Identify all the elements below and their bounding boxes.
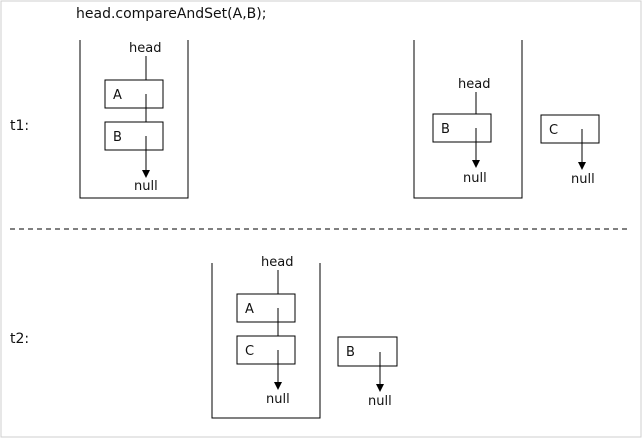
node-a-box bbox=[104, 79, 164, 109]
null-label: null bbox=[571, 172, 595, 187]
node-a-box bbox=[236, 293, 296, 323]
node-a-label: A bbox=[113, 88, 122, 103]
node-b-box bbox=[337, 336, 398, 367]
t1-stack-before: head A B null bbox=[79, 40, 189, 199]
node-c-label: C bbox=[549, 123, 558, 138]
node-a-label: A bbox=[245, 302, 254, 317]
head-label: head bbox=[458, 77, 490, 92]
t1-stack-after: head B null bbox=[413, 40, 523, 199]
row-label-t1: t1: bbox=[10, 118, 29, 134]
node-b-label: B bbox=[346, 345, 355, 360]
node-b-label: B bbox=[441, 122, 450, 137]
outer-frame bbox=[0, 0, 642, 438]
null-label: null bbox=[266, 392, 290, 407]
node-c-box bbox=[540, 114, 600, 144]
t1-detached-node-c: C null bbox=[540, 114, 600, 187]
node-b-box bbox=[432, 113, 492, 143]
head-label: head bbox=[129, 41, 161, 56]
node-b-label: B bbox=[113, 130, 122, 145]
node-c-label: C bbox=[245, 344, 254, 359]
null-label: null bbox=[368, 394, 392, 409]
t2-detached-node-b: B null bbox=[337, 336, 398, 409]
t2-stack: head A C null bbox=[211, 255, 321, 419]
stack-container bbox=[413, 40, 523, 199]
stack-container bbox=[79, 40, 189, 199]
null-label: null bbox=[463, 171, 487, 186]
row-label-t2: t2: bbox=[10, 331, 29, 347]
head-label: head bbox=[261, 255, 293, 270]
caption-text: head.compareAndSet(A,B); bbox=[76, 6, 266, 22]
stack-container bbox=[211, 263, 321, 419]
node-c-box bbox=[236, 335, 296, 365]
null-label: null bbox=[134, 179, 158, 194]
node-b-box bbox=[104, 121, 164, 151]
